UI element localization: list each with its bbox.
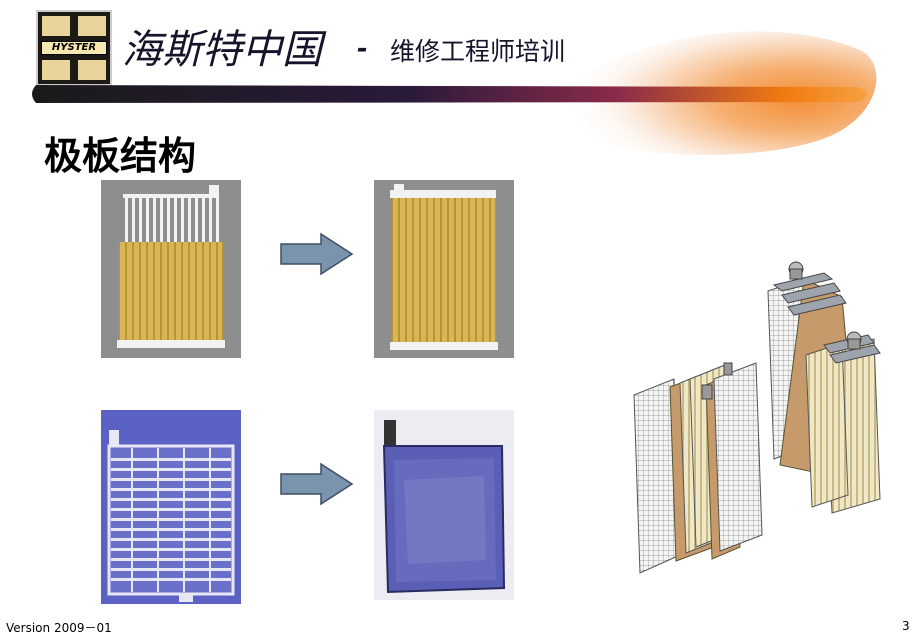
bare-grid-plate-photo (101, 410, 241, 604)
title-separator: - (357, 34, 368, 64)
slide-heading: 极板结构 (44, 134, 197, 178)
logo-quadrant (42, 60, 70, 80)
right-arrow-icon (280, 462, 354, 506)
logo-quadrant (42, 16, 70, 36)
course-subtitle: 维修工程师培训 (390, 37, 566, 66)
battery-plate-assembly-illustration (633, 261, 881, 574)
logo-wordmark: HYSTER (41, 41, 107, 55)
grid-with-paste-strips-photo (101, 180, 241, 358)
header-rule (32, 85, 867, 103)
version-label: Version 2009－01 (6, 621, 112, 635)
pasted-flat-plate-photo (374, 410, 514, 600)
logo-quadrant (78, 16, 106, 36)
filled-tubular-plate-photo (374, 180, 514, 358)
logo-quadrant (78, 60, 106, 80)
right-arrow-icon (280, 232, 354, 276)
hyster-logo: HYSTER (36, 10, 112, 86)
page-number: 3 (902, 619, 910, 633)
company-title: 海斯特中国 (122, 27, 322, 73)
